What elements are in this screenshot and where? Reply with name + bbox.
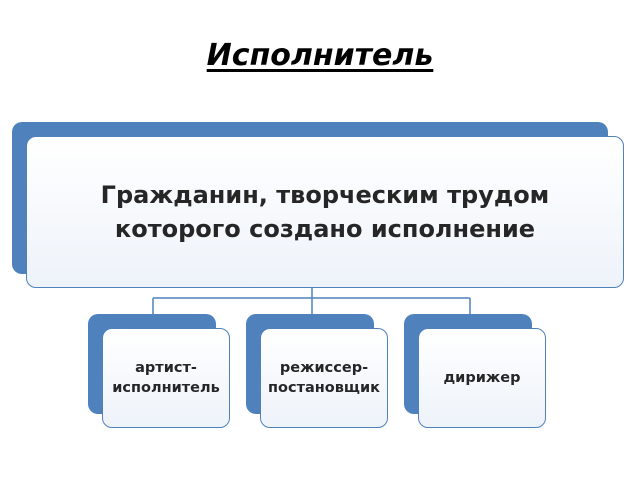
slide-title: Исполнитель [206,38,434,73]
root-node: Гражданин, творческим трудом которого со… [26,136,624,288]
child-node-label: режиссер- постановщик [268,360,380,396]
child-node-conductor: дирижер [418,328,546,428]
child-node-label: дирижер [443,370,521,386]
child-node-label: артист- исполнитель [112,360,220,396]
child-node-artist: артист- исполнитель [102,328,230,428]
child-node-director: режиссер- постановщик [260,328,388,428]
root-node-label: Гражданин, творческим трудом которого со… [100,181,550,243]
